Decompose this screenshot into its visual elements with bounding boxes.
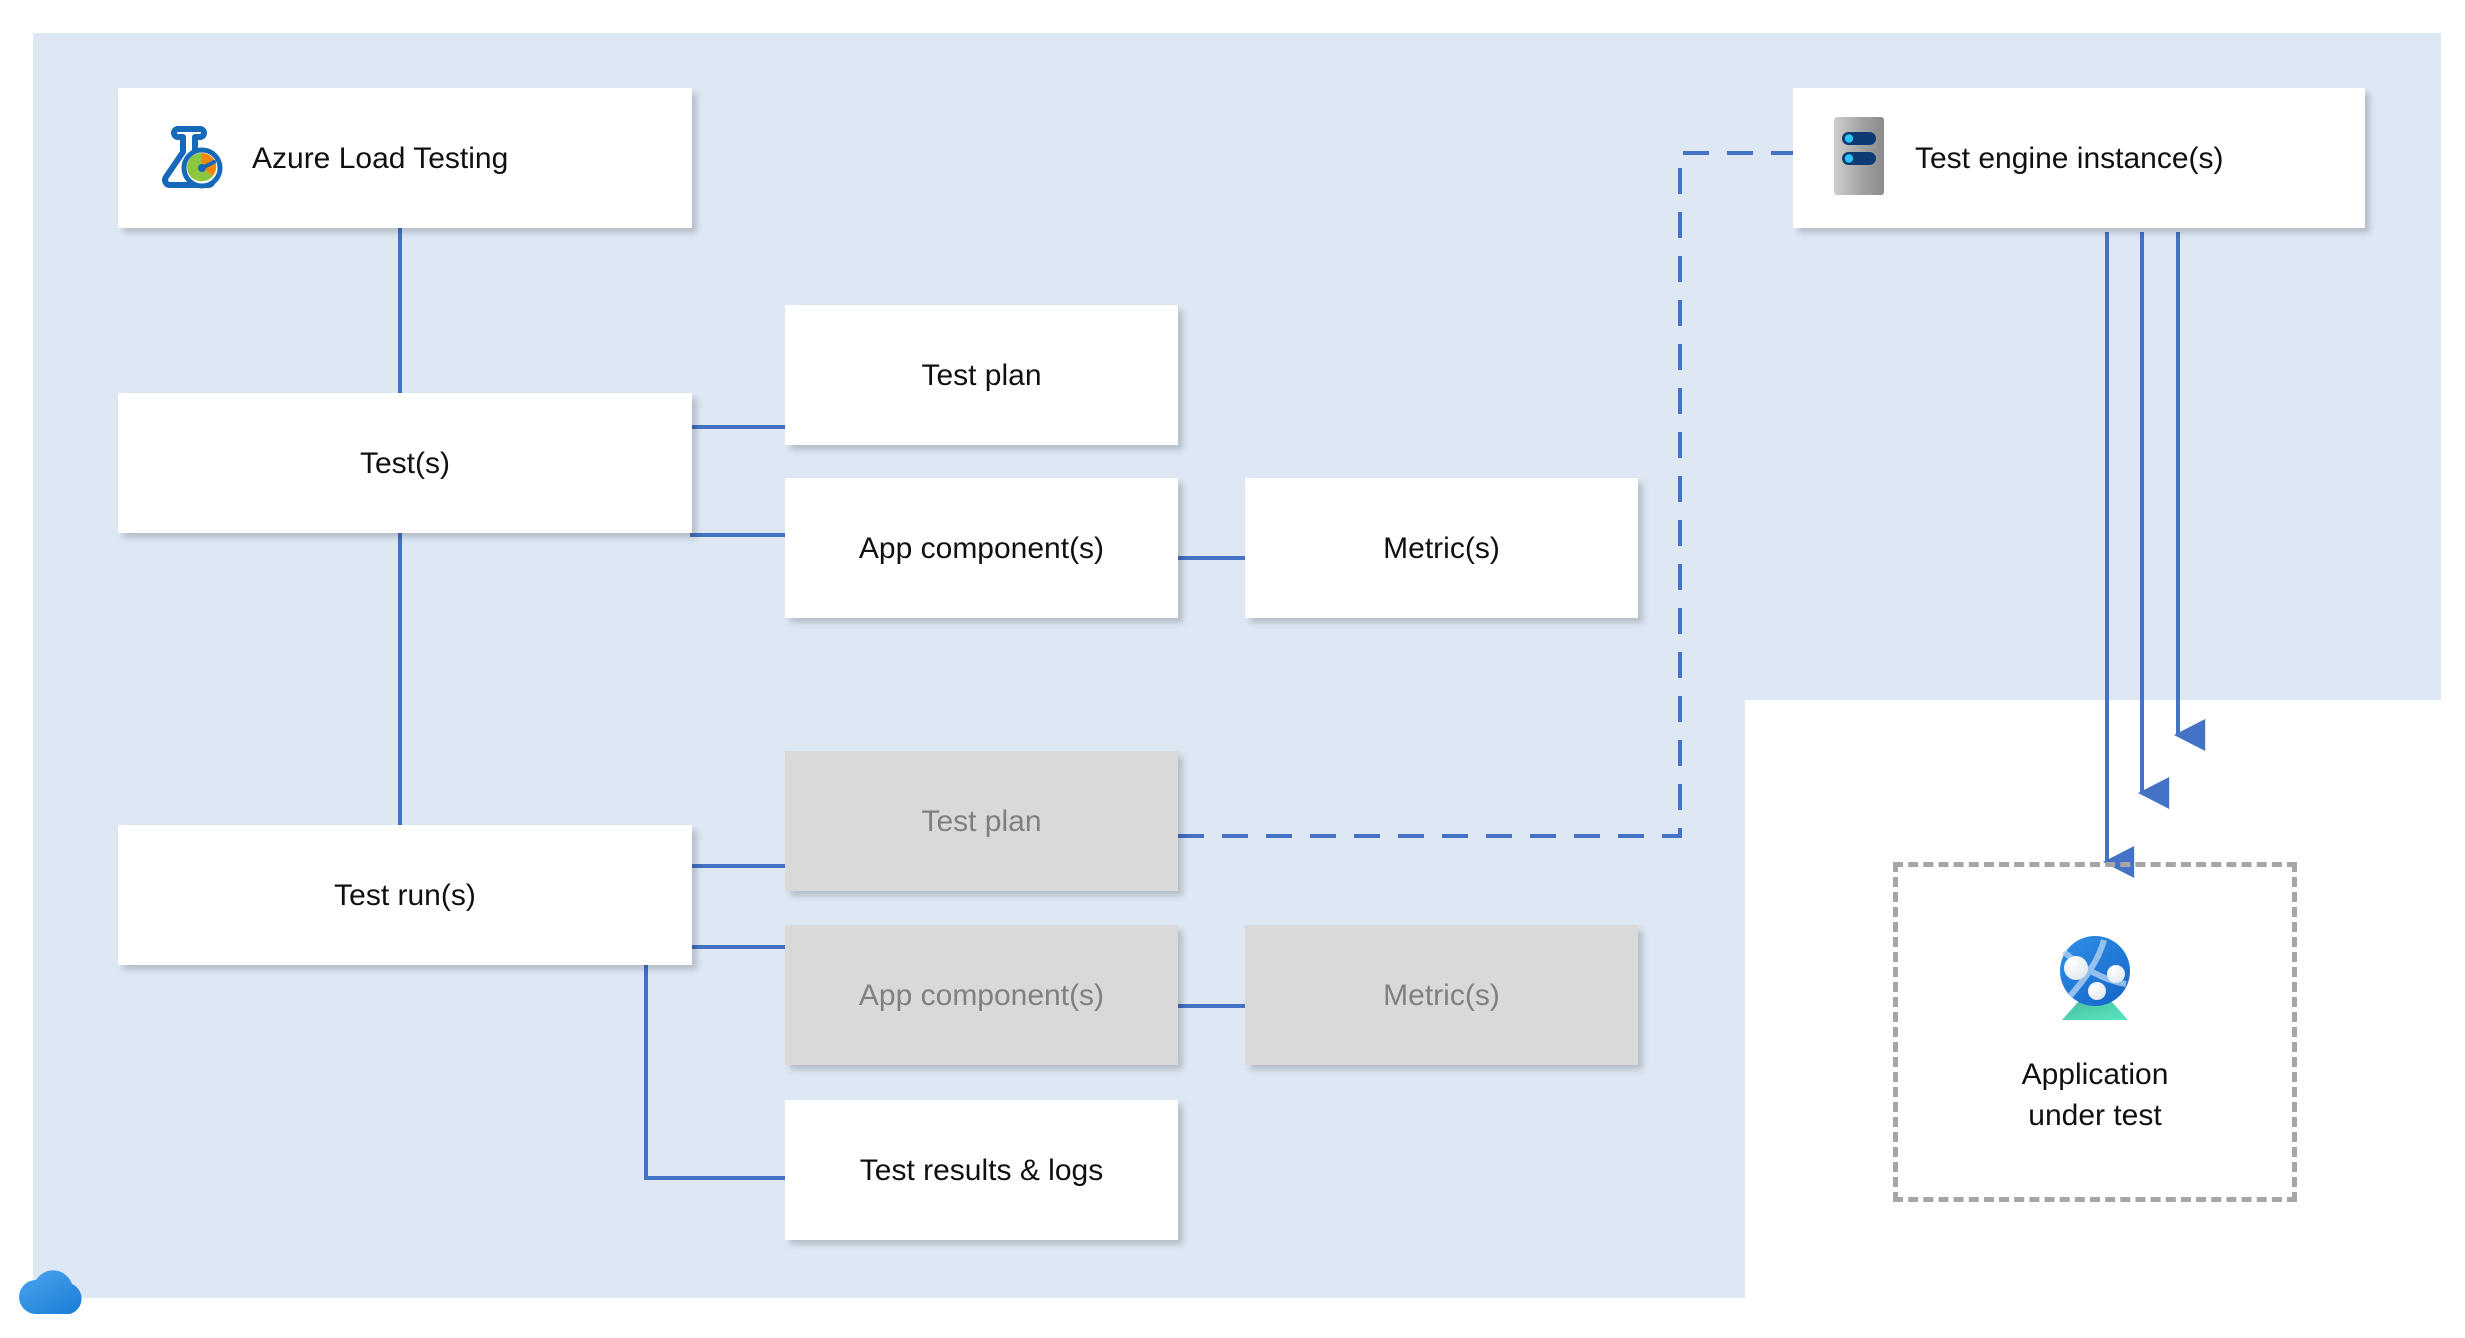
node-label: Test engine instance(s): [1915, 141, 2224, 175]
caption-line-1: Application: [2021, 1058, 2169, 1091]
node-label: Application under test: [2022, 1055, 2169, 1136]
connector-testruns-to-results-horizontal: [644, 1176, 787, 1180]
node-label: Test run(s): [334, 878, 476, 912]
azure-cloud-logo: [14, 1262, 90, 1321]
node-test-plan-dimmed[interactable]: Test plan: [785, 751, 1178, 891]
node-metrics[interactable]: Metric(s): [1245, 478, 1638, 618]
connector-appcomponents2-to-metrics2: [1178, 1004, 1248, 1008]
connector-testruns-to-testplan2: [690, 864, 785, 868]
node-label: App component(s): [858, 978, 1105, 1012]
node-tests[interactable]: Test(s): [118, 393, 692, 533]
node-label: Azure Load Testing: [252, 141, 509, 175]
connector-appcomponents-to-metrics: [1178, 556, 1248, 560]
node-metrics-dimmed[interactable]: Metric(s): [1245, 925, 1638, 1065]
node-label: App component(s): [858, 531, 1105, 565]
node-application-under-test[interactable]: Application under test: [1893, 862, 2297, 1202]
connector-testruns-to-results-vertical: [644, 962, 648, 1178]
node-label: Metric(s): [1383, 531, 1500, 565]
connector-tests-to-testplan: [690, 425, 785, 429]
node-app-components[interactable]: App component(s): [785, 478, 1178, 618]
node-test-plan[interactable]: Test plan: [785, 305, 1178, 445]
node-label: Test(s): [360, 446, 450, 480]
connector-tests-to-testruns: [398, 532, 402, 832]
server-rack-icon: [1831, 115, 1887, 202]
caption-line-2: under test: [2028, 1098, 2162, 1132]
node-label: Metric(s): [1383, 978, 1500, 1012]
node-label: Test results & logs: [859, 1153, 1104, 1187]
node-azure-load-testing[interactable]: Azure Load Testing: [118, 88, 692, 228]
connector-tests-to-appcomponents: [690, 533, 785, 537]
node-test-runs[interactable]: Test run(s): [118, 825, 692, 965]
network-globe-icon: [2040, 928, 2150, 1029]
connector-testruns-to-appcomponents2: [690, 945, 785, 949]
connector-alt-to-tests: [398, 228, 402, 396]
node-label: Test plan: [921, 804, 1042, 838]
node-test-engine[interactable]: Test engine instance(s): [1793, 88, 2365, 228]
node-label: Test plan: [921, 358, 1042, 392]
flask-gauge-icon: [156, 123, 224, 194]
node-app-components-dimmed[interactable]: App component(s): [785, 925, 1178, 1065]
node-test-results-logs[interactable]: Test results & logs: [785, 1100, 1178, 1240]
